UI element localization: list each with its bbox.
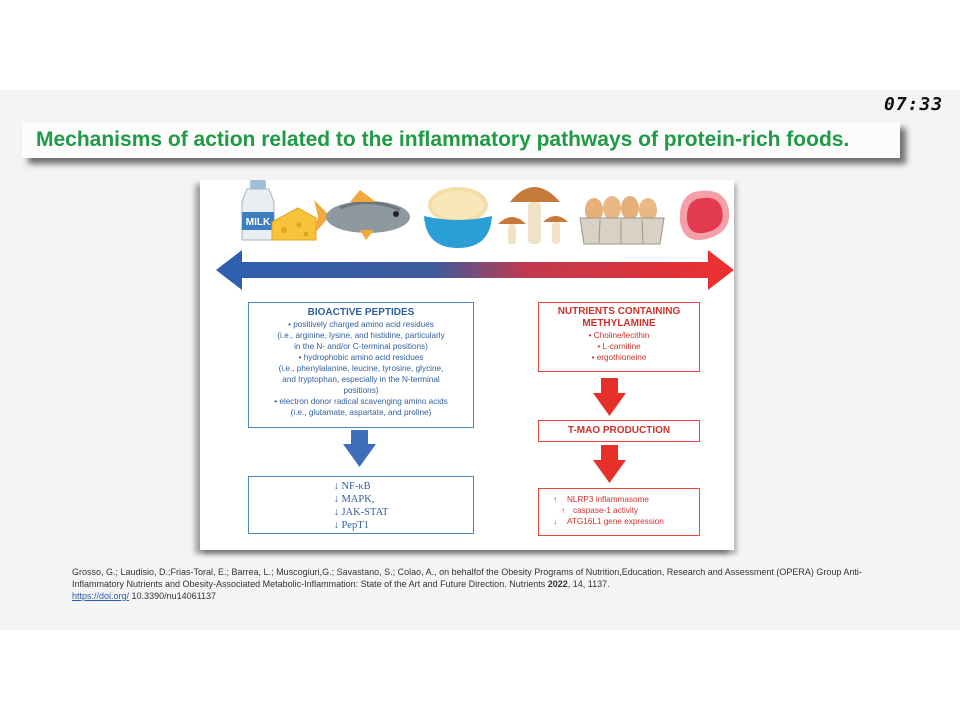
citation-volume: , 14, 1137. [567,579,610,589]
right-effect-row: ↑ caspase-1 activity [553,505,699,516]
right-effect-text: NLRP3 inflammasome [567,495,649,504]
left-effect-item: ↓ NF-κB [333,481,371,492]
citation-text: Grosso, G.; Laudisio, D.;Frias-Toral, E.… [72,567,862,589]
milk-cheese-icon: MILK [241,180,317,241]
methylamine-line: • ergothioneine [591,353,647,362]
methylamine-heading-1: NUTRIENTS CONTAINING [557,306,681,317]
left-effect-item: ↓ PepT1 [333,520,369,531]
right-effects-box: ↑NLRP3 inflammasome ↑caspase-1 activity … [538,488,700,536]
bioactive-peptides-box: BIOACTIVE PEPTIDES • positively charged … [248,302,474,428]
milk-label: MILK [246,217,271,228]
right-effect-row: ↑ NLRP3 inflammasome [553,494,699,505]
peptides-line: • positively charged amino acid residues [288,320,434,329]
title-bar: Mechanisms of action related to the infl… [22,122,900,158]
right-effect-text: caspase-1 activity [573,506,639,515]
diagram-figure: MILK [200,180,734,550]
peptides-line: (i.e., phenylalanine, leucine, tyrosine,… [278,364,444,373]
peptides-line: • electron donor radical scavenging amin… [274,397,448,406]
fish-icon [314,190,410,240]
right-down-arrow-2 [593,445,626,483]
left-down-arrow [343,430,376,467]
eggs-icon [579,196,665,245]
tmao-box: T-MAO PRODUCTION [538,420,700,442]
methylamine-heading-2: METHYLAMINE [582,318,656,329]
left-effect-item: ↓ MAPK, [333,494,375,505]
peptides-line: (i.e., arginine, lysine, and histidine, … [277,331,445,340]
left-effect-item: ↓ JAK-STAT [333,507,389,518]
right-effect-text: ATG16L1 gene expression [567,517,664,526]
timer: 07:33 [884,94,944,115]
doi-text: 10.3390/nu14061137 [129,591,216,601]
right-effect-row: ↓ ATG16L1 gene expression [553,516,699,527]
methylamine-line: • L-carnitine [597,342,641,351]
peptides-line: • hydrophobic amino acid residues [298,353,424,362]
grain-bowl-icon [424,187,492,248]
doi-link[interactable]: https://doi.org/ [72,591,130,601]
citation: Grosso, G.; Laudisio, D.;Frias-Toral, E.… [72,566,872,602]
mushroom-icon [498,187,568,244]
bioactive-peptides-heading: BIOACTIVE PEPTIDES [307,307,415,318]
peptides-line: and tryptophan, especially in the N-term… [282,375,440,384]
meat-icon [679,190,730,240]
slide-title: Mechanisms of action related to the infl… [36,128,850,151]
diagram-artwork: MILK [216,180,734,483]
left-effects-box: ↓ NF-κB ↓ MAPK, ↓ JAK-STAT ↓ PepT1 [248,476,474,534]
peptides-line: in the N- and/or C-terminal positions) [294,342,428,351]
right-down-arrow-1 [593,378,626,416]
up-arrow-icon: ↑ [553,495,558,504]
down-arrow-icon: ↓ [553,517,558,526]
tmao-label: T-MAO PRODUCTION [567,425,671,436]
peptides-line: (i.e., glutamate, aspartate, and proline… [290,408,432,417]
peptides-line: positions) [343,386,379,395]
methylamine-box: NUTRIENTS CONTAINING METHYLAMINE • Choli… [538,302,700,372]
spectrum-arrow [216,250,734,290]
citation-year: 2022 [547,579,568,589]
up-arrow-icon: ↑ [560,506,566,515]
methylamine-line: • Choline/lecithin [588,331,650,340]
